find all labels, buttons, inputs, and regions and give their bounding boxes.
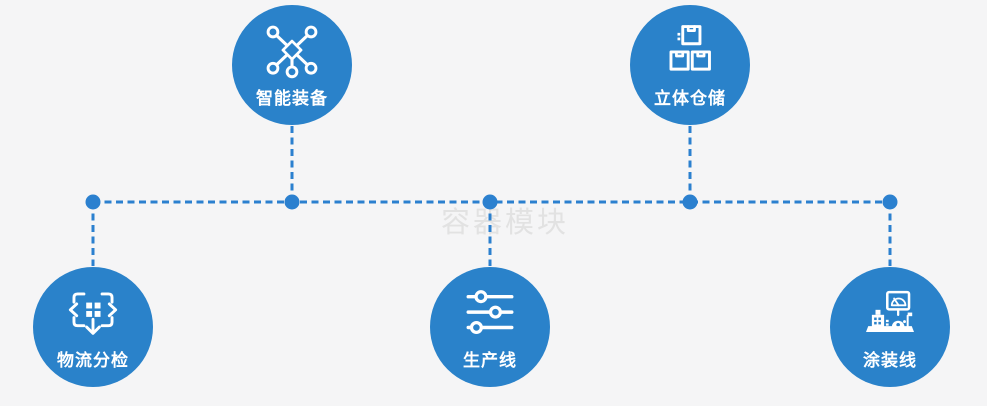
junction-dot xyxy=(284,194,300,210)
node-stereo-warehouse[interactable]: 立体仓储 xyxy=(630,5,750,125)
node-label: 涂装线 xyxy=(863,351,917,370)
node-label: 智能装备 xyxy=(256,89,328,108)
junction-dot xyxy=(482,194,498,210)
node-production-line[interactable]: 生产线 xyxy=(430,267,550,387)
stacked-boxes-icon xyxy=(669,25,711,71)
junction-dot xyxy=(882,194,898,210)
sorting-dispatch-icon xyxy=(68,292,118,335)
sliders-icon xyxy=(466,290,514,335)
node-label: 生产线 xyxy=(463,351,517,370)
node-smart-equipment[interactable]: 智能装备 xyxy=(232,5,352,125)
node-label: 物流分检 xyxy=(57,351,129,370)
junction-dot xyxy=(682,194,698,210)
node-logistics-sorting[interactable]: 物流分检 xyxy=(33,267,153,387)
network-nodes-icon xyxy=(266,25,318,79)
node-label: 立体仓储 xyxy=(654,89,726,108)
node-painting-line[interactable]: 涂装线 xyxy=(830,267,950,387)
junction-dot xyxy=(85,194,101,210)
machine-console-icon xyxy=(865,290,915,333)
watermark: 容器模块 xyxy=(441,207,570,239)
